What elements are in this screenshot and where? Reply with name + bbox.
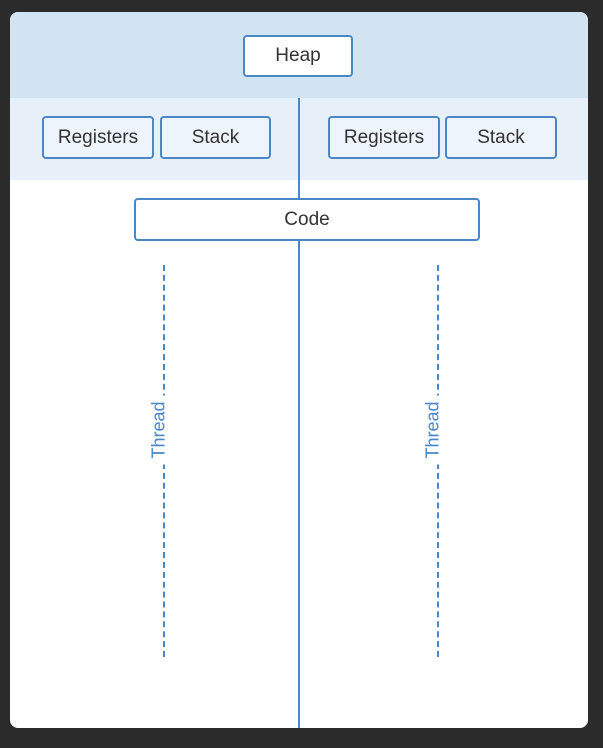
thread-2-stack-box: Stack bbox=[445, 116, 557, 159]
code-label: Code bbox=[284, 208, 330, 230]
thread-1-registers-label: Registers bbox=[57, 126, 139, 148]
thread-2-stack-label: Stack bbox=[477, 126, 525, 148]
process-divider-line bbox=[298, 98, 300, 728]
thread-1-registers-box: Registers bbox=[42, 116, 154, 159]
heap-box: Heap bbox=[243, 35, 353, 77]
thread-2-registers-box: Registers bbox=[328, 116, 440, 159]
thread-1-stack-box: Stack bbox=[160, 116, 271, 159]
thread-2-registers-label: Registers bbox=[343, 126, 425, 148]
thread-2-label: Thread bbox=[422, 395, 443, 465]
thread-1-stack-label: Stack bbox=[191, 126, 240, 148]
heap-label: Heap bbox=[275, 45, 321, 66]
code-box: Code bbox=[134, 198, 480, 241]
thread-1-label: Thread bbox=[148, 395, 169, 465]
process-diagram: Heap Registers Stack Registers Stack Cod… bbox=[10, 12, 588, 728]
